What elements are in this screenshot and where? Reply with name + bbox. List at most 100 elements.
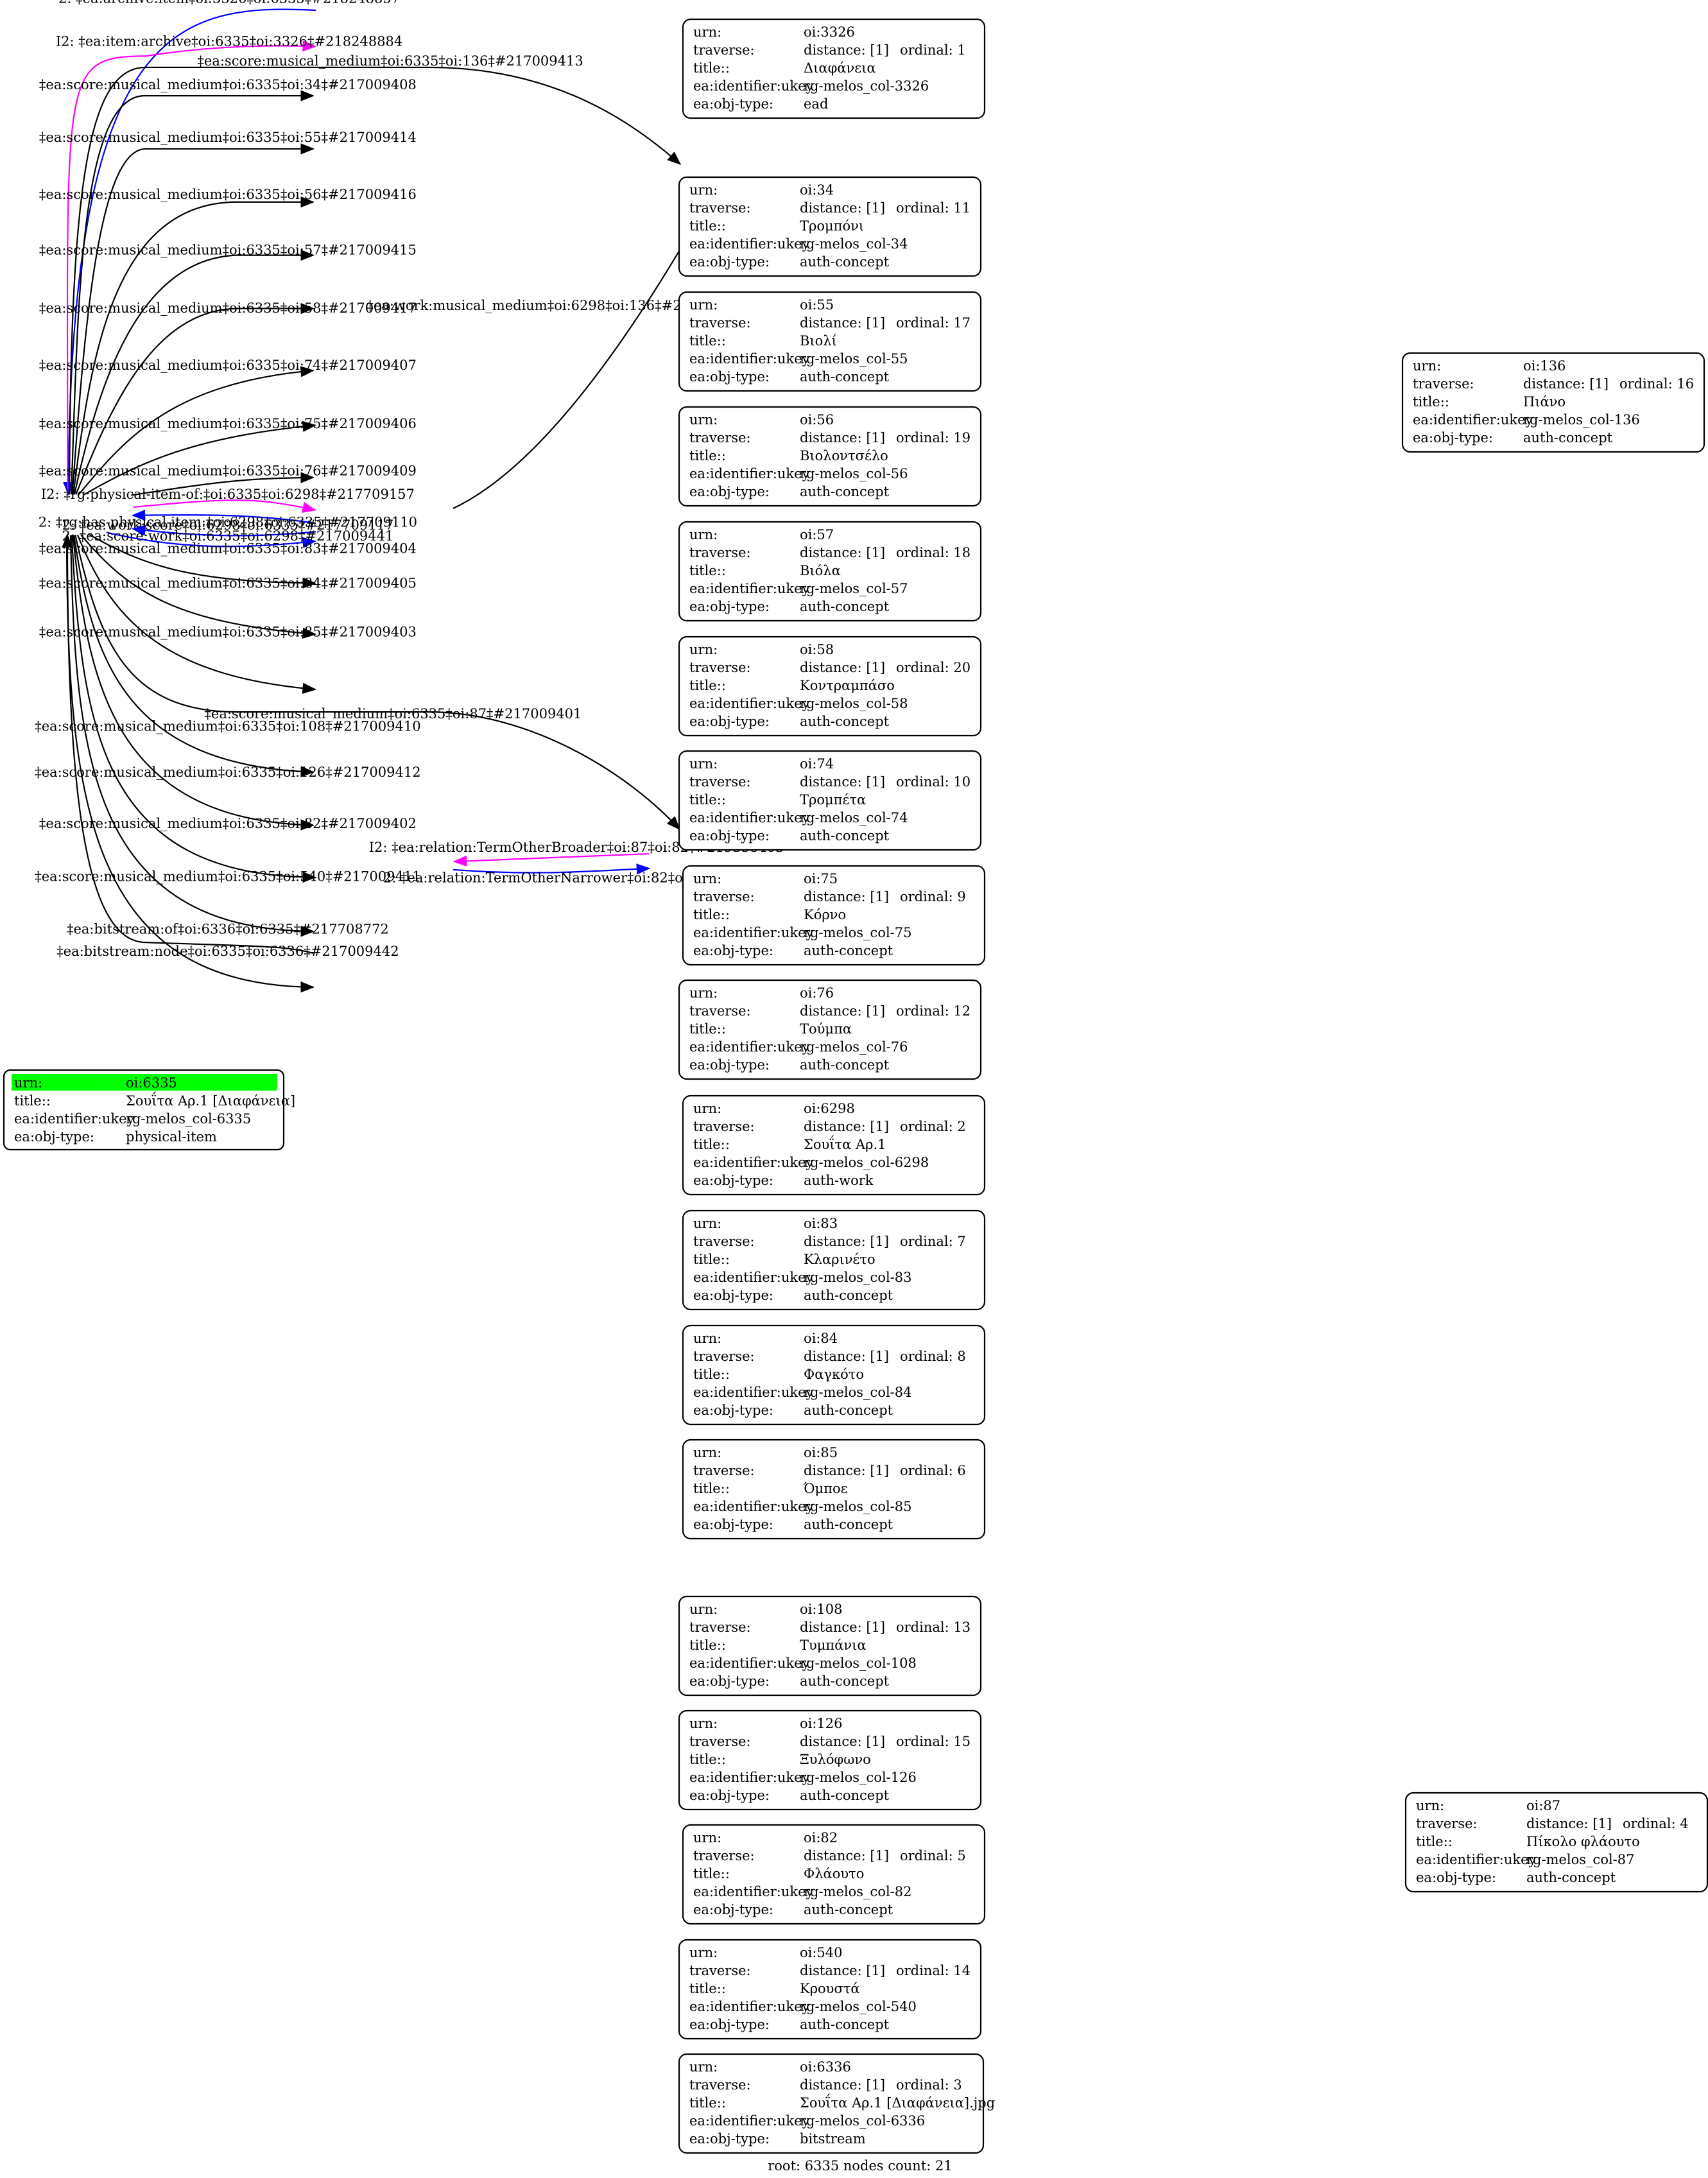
node-title-value: Τρομπόνι bbox=[800, 218, 864, 234]
node-title-value: Τρομπέτα bbox=[800, 792, 866, 808]
node-objtype-value: bitstream bbox=[800, 2131, 866, 2147]
node-objtype-value: auth-concept bbox=[800, 599, 890, 614]
node-ordinal-value: ordinal: 9 bbox=[900, 889, 966, 904]
node-ukey-label: ea:identifier:ukey bbox=[689, 236, 810, 252]
node-ordinal-value: ordinal: 5 bbox=[900, 1848, 966, 1863]
node-urn-value: oi:74 bbox=[800, 756, 834, 772]
node-title-label: title:: bbox=[689, 1752, 726, 1767]
node-ukey-value: rg-melos_col-87 bbox=[1526, 1852, 1635, 1867]
edge-label-e10: ‡ea:score:musical_medium‡oi:6335‡oi:75‡#… bbox=[39, 416, 417, 431]
node-title-value: Βιολί bbox=[800, 333, 837, 349]
node-box bbox=[678, 1939, 982, 2040]
node-traverse-label: traverse: bbox=[689, 315, 751, 331]
node-objtype-value: auth-work bbox=[804, 1173, 874, 1188]
node-ukey-value: rg-melos_col-56 bbox=[800, 466, 908, 481]
node-objtype-label: ea:obj-type: bbox=[693, 1902, 773, 1917]
node-objtype-label: ea:obj-type: bbox=[689, 2131, 770, 2147]
node-ukey-value: rg-melos_col-76 bbox=[800, 1039, 908, 1055]
node-urn-value: oi:3326 bbox=[804, 24, 855, 40]
graph-edge-e19 bbox=[75, 535, 679, 829]
node-distance-value: distance: [1] bbox=[800, 545, 885, 560]
node-distance-value: distance: [1] bbox=[804, 1119, 889, 1134]
node-traverse-label: traverse: bbox=[689, 545, 751, 560]
node-objtype-value: auth-concept bbox=[800, 1673, 890, 1689]
node-urn-label: urn: bbox=[693, 24, 721, 40]
node-urn-value: oi:56 bbox=[800, 412, 834, 428]
node-objtype-label: ea:obj-type: bbox=[689, 599, 770, 614]
node-title-label: title:: bbox=[693, 1866, 730, 1881]
node-box bbox=[682, 1209, 986, 1311]
node-traverse-label: traverse: bbox=[693, 1119, 755, 1134]
node-box bbox=[1404, 1792, 1708, 1893]
node-ukey-label: ea:identifier:ukey bbox=[689, 466, 810, 481]
node-ukey-value: rg-melos_col-82 bbox=[804, 1884, 912, 1899]
node-traverse-label: traverse: bbox=[689, 660, 751, 675]
graph-edge-e25 bbox=[67, 535, 315, 993]
node-ukey-value: rg-melos_col-55 bbox=[800, 351, 908, 367]
node-urn-value: oi:34 bbox=[800, 182, 834, 198]
node-ordinal-value: ordinal: 12 bbox=[896, 1003, 970, 1019]
root-urn-highlight bbox=[12, 1074, 277, 1091]
node-ukey-label: ea:identifier:ukey bbox=[689, 1999, 810, 2014]
edge-label-e6: ‡ea:score:musical_medium‡oi:6335‡oi:56‡#… bbox=[39, 187, 417, 202]
node-objtype-value: auth-concept bbox=[1526, 1870, 1616, 1885]
node-ordinal-value: ordinal: 3 bbox=[896, 2077, 962, 2093]
node-urn-value: oi:76 bbox=[800, 985, 834, 1001]
node-urn-label: urn: bbox=[1413, 358, 1441, 374]
node-ukey-value: rg-melos_col-84 bbox=[804, 1385, 912, 1400]
node-box bbox=[1401, 352, 1705, 453]
node-title-label: title:: bbox=[1416, 1834, 1453, 1849]
node-box bbox=[678, 1709, 982, 1811]
node-title-label: title:: bbox=[689, 678, 726, 693]
node-objtype-label: ea:obj-type: bbox=[689, 1788, 770, 1803]
node-box bbox=[682, 1439, 986, 1540]
node-objtype-value: auth-concept bbox=[800, 714, 890, 729]
node-objtype-value: auth-concept bbox=[800, 828, 890, 843]
node-title-value: Σουΐτα Αρ.1 [Διαφάνεια].jpg bbox=[800, 2094, 995, 2111]
edge-label-e19: ‡ea:score:musical_medium‡oi:6335‡oi:87‡#… bbox=[204, 706, 582, 722]
graph-edge-e11 bbox=[131, 472, 315, 496]
node-title-value: Κρουστά bbox=[800, 1981, 860, 1996]
node-title-value: Πίκολο φλάουτο bbox=[1526, 1834, 1640, 1849]
node-objtype-value: auth-concept bbox=[804, 1403, 893, 1418]
node-ukey-label: ea:identifier:ukey bbox=[1416, 1852, 1537, 1867]
graph-edge-e24 bbox=[62, 533, 313, 953]
edge-label-e9: ‡ea:score:musical_medium‡oi:6335‡oi:74‡#… bbox=[39, 358, 417, 373]
node-objtype-label: ea:obj-type: bbox=[1413, 430, 1493, 445]
node-title-value: Βιόλα bbox=[800, 563, 841, 578]
node-traverse-label: traverse: bbox=[689, 1620, 751, 1635]
node-box bbox=[678, 521, 982, 622]
node-distance-value: distance: [1] bbox=[800, 200, 885, 216]
node-objtype-label: ea:obj-type: bbox=[1416, 1870, 1496, 1885]
node-urn-value: oi:126 bbox=[800, 1716, 843, 1731]
node-objtype-value: auth-concept bbox=[804, 1902, 893, 1917]
node-urn-value: oi:87 bbox=[1526, 1798, 1560, 1813]
node-ukey-label: ea:identifier:ukey bbox=[689, 1655, 810, 1671]
edge-label-e1: 2: ‡ea:archive:item‡oi:3326‡oi:6335‡#218… bbox=[58, 0, 400, 6]
node-ordinal-value: ordinal: 8 bbox=[900, 1349, 966, 1364]
graph-edge-e21 bbox=[73, 535, 315, 831]
node-title-label: title:: bbox=[689, 792, 726, 808]
